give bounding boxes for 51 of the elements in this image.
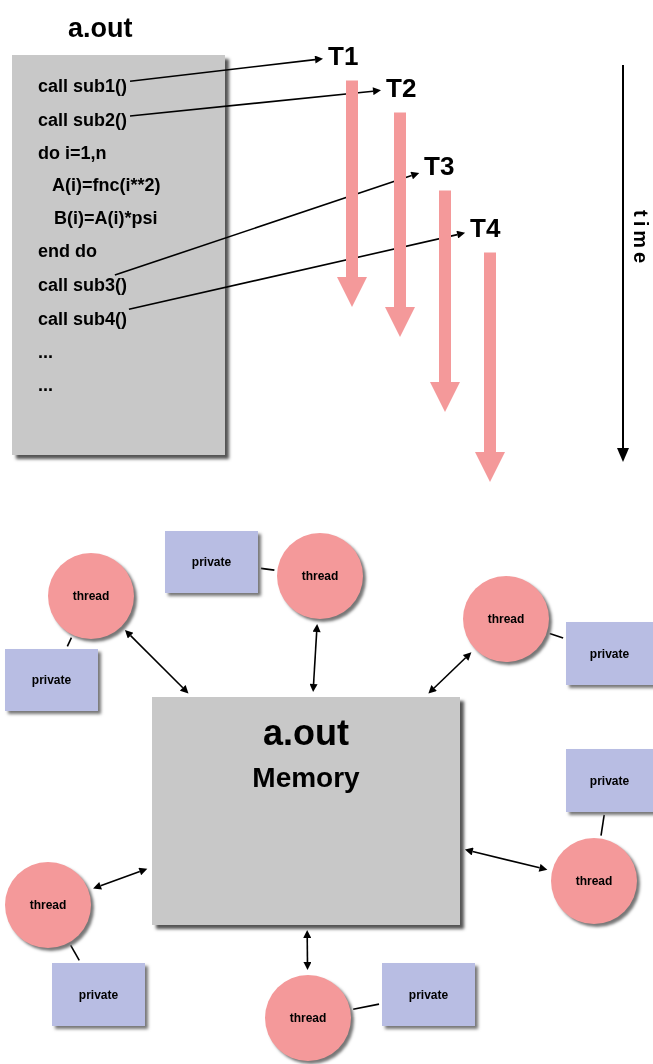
- connector-line: [69, 944, 81, 962]
- connector-line: [66, 636, 73, 648]
- arrow: [428, 652, 472, 694]
- arrow: [114, 171, 420, 276]
- code-line: call sub1(): [38, 77, 128, 97]
- thread-circle: thread: [5, 862, 91, 948]
- timeline-arrow: [385, 112, 415, 337]
- arrow: [129, 55, 324, 83]
- connector-line: [260, 567, 276, 571]
- private-box: private: [382, 963, 475, 1026]
- code-line: end do: [38, 242, 97, 262]
- private-box: private: [5, 649, 98, 711]
- private-box: private: [566, 622, 653, 685]
- memory-box: [152, 697, 460, 925]
- thread-circle: thread: [277, 533, 363, 619]
- private-box: private: [52, 963, 145, 1026]
- timeline-arrow: [337, 80, 367, 307]
- thread-label: T3: [424, 152, 455, 181]
- code-line: do i=1,n: [38, 144, 107, 164]
- code-line: call sub4(): [38, 310, 128, 330]
- code-line: ...: [38, 343, 53, 363]
- timeline-arrow: [475, 252, 505, 482]
- connector-line: [548, 632, 564, 639]
- heading: a.out: [68, 14, 133, 44]
- thread-circle: thread: [48, 553, 134, 639]
- connector-line: [352, 1003, 380, 1010]
- arrow: [129, 87, 382, 117]
- thread-label: T2: [386, 74, 417, 103]
- arrow: [309, 623, 321, 692]
- heading: a.out: [263, 713, 349, 753]
- code-line: call sub2(): [38, 111, 128, 131]
- code-line: call sub3(): [38, 276, 128, 296]
- box-label: Memory: [252, 763, 360, 794]
- private-box: private: [165, 531, 258, 593]
- thread-circle: thread: [265, 975, 351, 1061]
- timeline-arrow: [430, 190, 460, 412]
- arrow: [464, 847, 548, 872]
- connector-line: [600, 814, 605, 837]
- code-line: B(i)=A(i)*psi: [54, 209, 158, 229]
- thread-label: T1: [328, 42, 359, 71]
- thread-label: T4: [470, 214, 501, 243]
- thread-circle: thread: [551, 838, 637, 924]
- axis-label: time: [630, 210, 652, 268]
- arrow: [128, 230, 466, 311]
- code-line: A(i)=fnc(i**2): [52, 176, 161, 196]
- thread-circle: thread: [463, 576, 549, 662]
- arrow: [124, 629, 189, 694]
- private-box: private: [566, 749, 653, 812]
- code-line: ...: [38, 376, 53, 396]
- arrow: [303, 930, 312, 970]
- arrow: [93, 867, 148, 890]
